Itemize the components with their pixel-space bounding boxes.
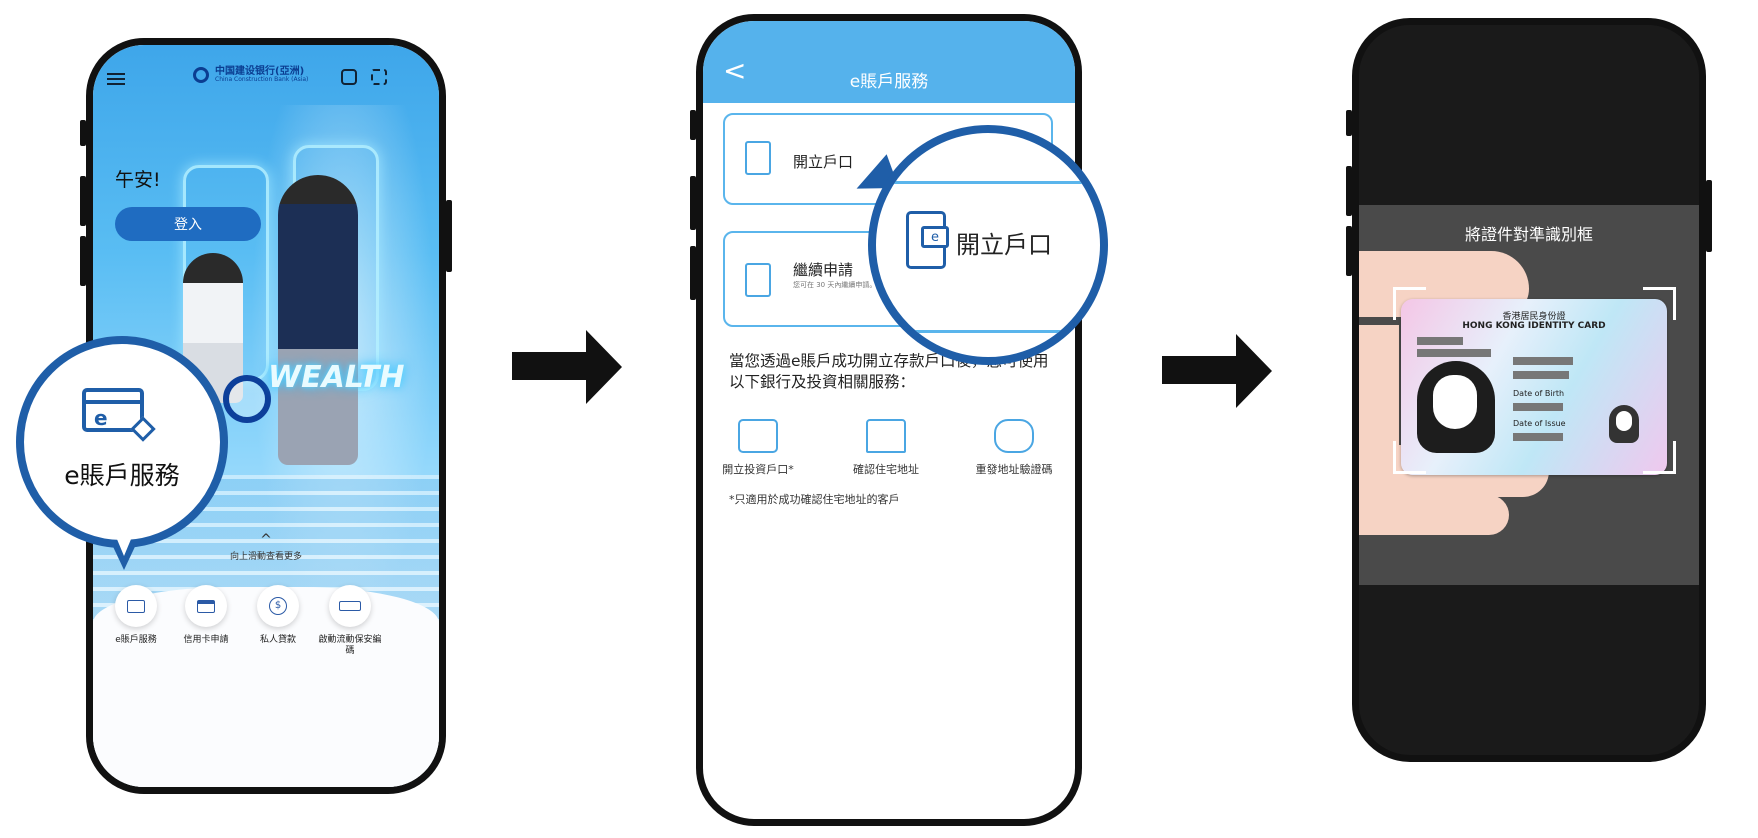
continue-application-label: 繼續申請 <box>793 261 854 279</box>
phone1-mute-switch <box>80 120 86 146</box>
phone3-mute-switch <box>1346 110 1352 136</box>
phone3-id-scan-screen: 將證件對準識別框 香港居民身份證 HONG KONG IDENTITY CARD… <box>1352 18 1706 762</box>
scroll-hint-label: 向上滑動查看更多 <box>229 552 302 562</box>
e-account-icon: e <box>82 388 156 442</box>
scan-instruction: 將證件對準識別框 <box>1464 225 1593 244</box>
quick-item-e-account[interactable]: e賬戶服務 <box>101 585 171 646</box>
scan-frame-corner <box>1643 441 1676 474</box>
zoom-label: 開立戶口 <box>956 231 1052 259</box>
diamond-icon <box>130 416 156 442</box>
scan-frame-corner <box>1643 287 1676 320</box>
quick-item-label: 信用卡申請 <box>183 635 229 645</box>
scroll-hint[interactable]: ^ 向上滑動查看更多 <box>93 533 439 562</box>
scan-qr-icon[interactable] <box>371 69 387 85</box>
header-title: e賬戶服務 <box>849 72 929 92</box>
quick-item-personal-loan[interactable]: $ 私人貸款 <box>243 585 313 646</box>
bank-name-cn: 中国建设银行(亞洲) <box>215 66 305 77</box>
hero-man <box>278 175 358 465</box>
document-pen-icon <box>745 263 771 297</box>
scan-frame-corner <box>1393 287 1426 320</box>
truck-clock-icon <box>994 419 1034 453</box>
chat-robot-icon[interactable] <box>341 69 357 85</box>
phone1-volume-down <box>80 236 86 286</box>
date-of-issue-label: Date of Issue <box>1513 419 1566 428</box>
phone2-mute-switch <box>690 110 696 140</box>
phone3-power-button <box>1706 180 1712 252</box>
id-small-photo <box>1609 405 1639 443</box>
phone2-volume-down <box>690 246 696 300</box>
open-account-zoom-callout: e 開立戶口 <box>868 125 1108 365</box>
quick-item-security-token[interactable]: 啟動流動保安編碼 <box>315 585 385 657</box>
greeting-text: 午安! <box>115 169 161 191</box>
loan-hand-icon: $ <box>269 597 287 615</box>
chevron-up-icon: ^ <box>260 532 272 548</box>
phone2-volume-up <box>690 176 696 230</box>
phone1-power-button <box>446 200 452 272</box>
service-label: 開立投資戶口* <box>722 463 794 476</box>
hero-wealth-text: WEALTH <box>268 360 405 395</box>
back-chevron-icon[interactable]: < <box>723 54 747 87</box>
phone1-top-bar: 中国建设银行(亞洲) China Construction Bank (Asia… <box>93 65 439 95</box>
login-button[interactable]: 登入 <box>115 207 261 241</box>
quick-item-credit-card[interactable]: 信用卡申請 <box>171 585 241 646</box>
at-symbol-icon <box>223 375 271 423</box>
service-resend-code[interactable]: 重發地址驗證碼 <box>959 419 1069 477</box>
e-account-callout: e e賬戶服務 <box>16 336 228 548</box>
service-label: 重發地址驗證碼 <box>975 463 1053 476</box>
quick-item-label: 啟動流動保安編碼 <box>318 635 382 656</box>
phone3-volume-down <box>1346 226 1352 276</box>
id-title-cn: 香港居民身份證 <box>1502 312 1566 322</box>
service-label: 確認住宅地址 <box>853 463 919 476</box>
header-bar: < e賬戶服務 <box>703 21 1075 103</box>
bank-name-en: China Construction Bank (Asia) <box>215 76 309 83</box>
security-token-icon <box>339 601 361 611</box>
bank-logo: 中国建设银行(亞洲) China Construction Bank (Asia… <box>193 67 308 83</box>
home-search-icon <box>866 419 906 453</box>
callout-label: e賬戶服務 <box>64 461 180 490</box>
hk-id-card: 香港居民身份證 HONG KONG IDENTITY CARD Date of … <box>1401 299 1667 475</box>
e-account-icon <box>127 599 145 613</box>
phone3-volume-up <box>1346 166 1352 216</box>
service-open-investment[interactable]: 開立投資戶口* <box>703 419 813 477</box>
quick-item-label: e賬戶服務 <box>115 635 157 645</box>
ccb-logo-icon <box>193 67 209 83</box>
footnote: *只適用於成功確認住宅地址的客戶 <box>729 493 900 506</box>
date-of-birth-label: Date of Birth <box>1513 389 1565 398</box>
tablet-e-icon: e <box>906 211 949 269</box>
phone1-screen: WEALTH 中国建设银行(亞洲) China Construction Ban… <box>93 45 439 787</box>
menu-icon[interactable] <box>107 73 125 85</box>
credit-card-icon <box>197 599 215 613</box>
investment-account-icon <box>738 419 778 453</box>
quick-item-label: 私人貸款 <box>259 635 296 645</box>
scan-frame-corner <box>1393 441 1426 474</box>
hand-thumb <box>1359 495 1509 535</box>
tablet-e-icon <box>745 141 771 175</box>
continue-application-sub: 您可在 30 天內繼續申請。 <box>793 281 877 289</box>
open-account-label: 開立戶口 <box>793 153 854 171</box>
id-title-en: HONG KONG IDENTITY CARD <box>1462 321 1606 331</box>
phone1-volume-up <box>80 176 86 226</box>
service-confirm-address[interactable]: 確認住宅地址 <box>831 419 941 477</box>
id-photo <box>1417 361 1495 453</box>
